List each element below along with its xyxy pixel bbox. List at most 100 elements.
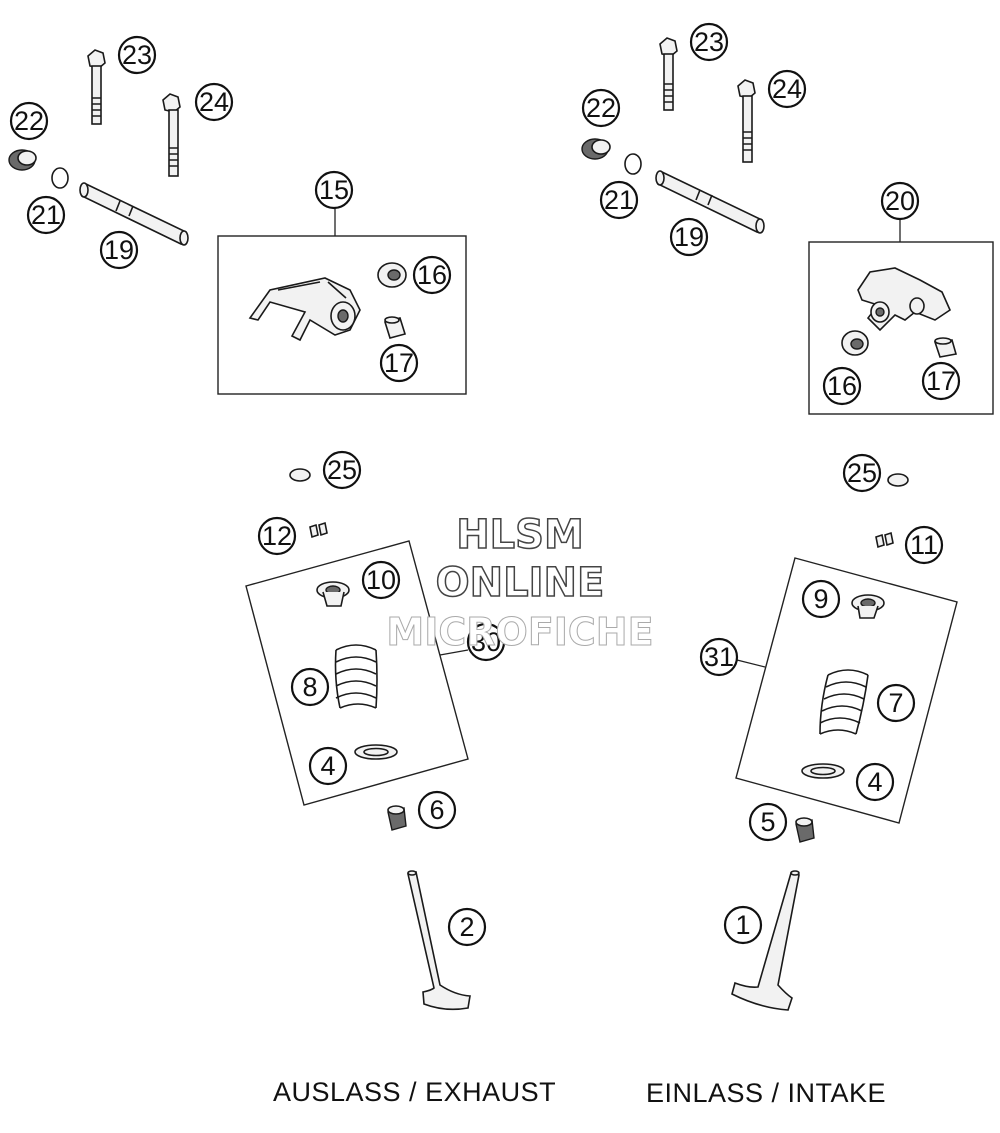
callout-24-intake: 24: [767, 69, 807, 109]
bearing-16-intake: [841, 330, 869, 356]
callout-16-intake: 16: [822, 366, 862, 406]
bolt-24-intake: [737, 79, 756, 163]
callout-6: 6: [417, 790, 457, 830]
valve-stem-seal-5: [795, 817, 815, 843]
svg-text:21: 21: [604, 185, 634, 215]
watermark-line-1: HLSM: [455, 511, 584, 559]
valve-keepers-11: [875, 531, 894, 549]
callout-9: 9: [801, 579, 841, 619]
rocker-arm-20: [857, 267, 952, 332]
svg-text:24: 24: [199, 87, 229, 117]
valve-keepers-12: [309, 521, 328, 539]
callout-21-intake: 21: [599, 180, 639, 220]
svg-text:23: 23: [694, 27, 724, 57]
shim-25-intake: [887, 473, 909, 487]
callout-2: 2: [447, 907, 487, 947]
svg-text:31: 31: [704, 642, 734, 672]
pin-17-intake: [933, 337, 958, 358]
bolt-23-exhaust: [87, 49, 106, 125]
callout-8: 8: [290, 667, 330, 707]
rocker-arm-15: [248, 277, 361, 342]
svg-text:24: 24: [772, 74, 802, 104]
spring-retainer-10: [316, 581, 350, 607]
watermark-line-2: ONLINE: [435, 559, 605, 607]
callout-19-intake: 19: [669, 217, 709, 257]
callout-16-exhaust: 16: [412, 255, 452, 295]
callout-17-intake: 17: [921, 361, 961, 401]
rocker-shaft-19-intake: [655, 170, 765, 234]
rocker-arm-assembly-frame-15: [217, 235, 467, 395]
callout-10: 10: [361, 560, 401, 600]
valve-spring-7: [819, 669, 869, 735]
callout-4-intake: 4: [855, 762, 895, 802]
svg-text:19: 19: [674, 222, 704, 252]
bearing-16-exhaust: [377, 262, 407, 288]
o-ring-21-exhaust: [51, 167, 69, 189]
valve-spring-set-frame-31: [735, 557, 958, 824]
callout-12: 12: [257, 516, 297, 556]
callout-5: 5: [748, 802, 788, 842]
callout-25-intake: 25: [842, 453, 882, 493]
intake-valve-1: [731, 870, 800, 1011]
svg-text:5: 5: [760, 807, 775, 837]
callout-30: 30: [466, 622, 506, 662]
exhaust-label: AUSLASS / EXHAUST: [273, 1077, 557, 1107]
svg-text:16: 16: [827, 371, 857, 401]
svg-text:8: 8: [302, 672, 317, 702]
svg-text:20: 20: [885, 186, 915, 216]
svg-text:12: 12: [262, 521, 292, 551]
svg-text:23: 23: [122, 40, 152, 70]
svg-text:17: 17: [926, 366, 956, 396]
svg-text:17: 17: [384, 348, 414, 378]
callout-11: 11: [904, 525, 944, 565]
bolt-23-intake: [659, 37, 678, 111]
svg-text:22: 22: [14, 106, 44, 136]
callout-1: 1: [723, 905, 763, 945]
valve-spring-set-frame-30: [245, 540, 469, 806]
callout-19-exhaust: 19: [99, 230, 139, 270]
o-ring-21-intake: [624, 153, 642, 175]
plug-22-intake: [581, 138, 611, 160]
shim-25-exhaust: [289, 468, 311, 482]
svg-text:4: 4: [867, 767, 882, 797]
bolt-24-exhaust: [162, 93, 181, 177]
svg-text:11: 11: [910, 530, 938, 560]
svg-text:22: 22: [586, 93, 616, 123]
spring-seat-4-exhaust: [354, 744, 398, 760]
svg-text:10: 10: [366, 565, 396, 595]
callout-22-intake: 22: [581, 88, 621, 128]
callout-21-exhaust: 21: [26, 195, 66, 235]
intake-label: EINLASS / INTAKE: [646, 1078, 887, 1108]
callout-24-exhaust: 24: [194, 82, 234, 122]
callout-31: 31: [699, 637, 739, 677]
rocker-shaft-19-exhaust: [79, 182, 189, 246]
rocker-arm-assembly-frame-20: [808, 241, 994, 415]
svg-text:16: 16: [417, 260, 447, 290]
svg-text:19: 19: [104, 235, 134, 265]
svg-text:1: 1: [735, 910, 750, 940]
watermark-line-3: MICROFICHE: [386, 610, 654, 655]
callout-15: 15: [314, 170, 354, 210]
svg-text:9: 9: [813, 584, 828, 614]
callout-17-exhaust: 17: [379, 343, 419, 383]
callout-23-intake: 23: [689, 22, 729, 62]
svg-text:15: 15: [319, 175, 349, 205]
plug-22-exhaust: [8, 149, 37, 171]
callout-22-exhaust: 22: [9, 101, 49, 141]
spring-seat-4-intake: [801, 763, 845, 779]
svg-text:6: 6: [429, 795, 444, 825]
svg-text:25: 25: [847, 458, 877, 488]
callout-23-exhaust: 23: [117, 35, 157, 75]
svg-text:2: 2: [459, 912, 474, 942]
valve-stem-seal-6: [387, 805, 407, 831]
callout-4-exhaust: 4: [308, 746, 348, 786]
valve-spring-8: [334, 644, 378, 709]
callout-25-exhaust: 25: [322, 450, 362, 490]
spring-retainer-9: [851, 594, 885, 619]
svg-text:30: 30: [471, 627, 501, 657]
exhaust-valve-2: [407, 870, 471, 1011]
callout-7: 7: [876, 683, 916, 723]
callout-20: 20: [880, 181, 920, 221]
pin-17-exhaust: [383, 316, 407, 339]
